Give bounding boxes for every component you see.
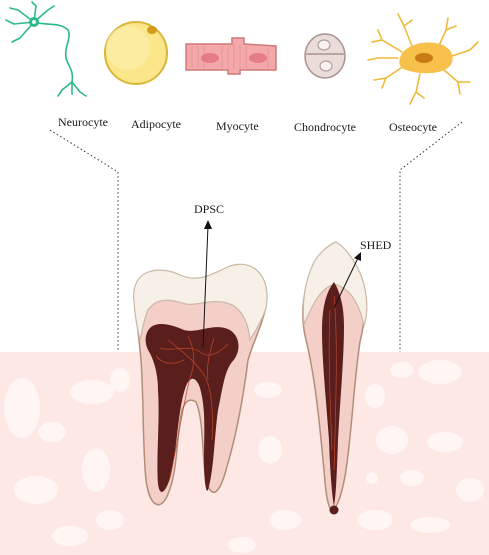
neurocyte-label: Neurocyte: [58, 115, 108, 129]
chondrocyte-label: Chondrocyte: [294, 120, 356, 134]
neurocyte-icon: [5, 1, 87, 97]
gum-texture: [4, 360, 484, 553]
incisor-tooth: [302, 241, 368, 515]
molar-tooth: [133, 263, 268, 506]
shed-label: SHED: [360, 238, 392, 252]
osteocyte-label: Osteocyte: [389, 120, 437, 134]
dpsc-label: DPSC: [194, 202, 225, 216]
osteocyte-icon: [367, 13, 479, 105]
myocyte-icon: [185, 37, 277, 75]
adipocyte-label: Adipocyte: [131, 117, 181, 131]
adipocyte-icon: [104, 21, 168, 85]
shed-arrow: [333, 252, 361, 309]
myocyte-label: Myocyte: [216, 119, 259, 133]
chondrocyte-icon: [304, 33, 346, 79]
dpsc-arrow: [202, 220, 212, 349]
